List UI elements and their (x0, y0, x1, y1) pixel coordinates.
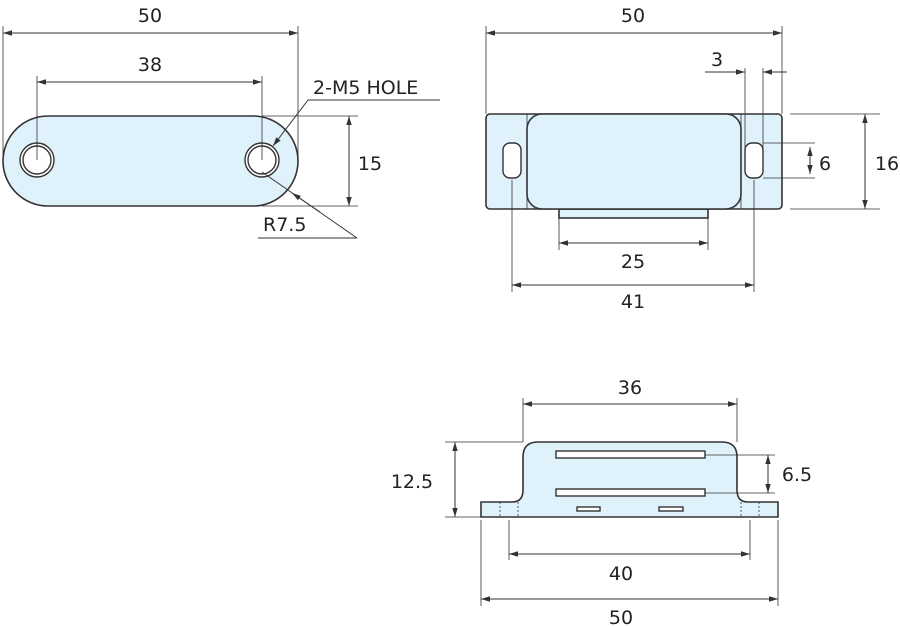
top-left-view: 50 38 2-M5 HOLE 15 R7.5 (2, 5, 440, 239)
small-slot-right (658, 506, 684, 512)
bottom-bar (558, 208, 709, 219)
dim-body-length: 36 (618, 377, 642, 399)
dim-slot-length: 6 (819, 153, 831, 175)
dim-hole-spacing: 40 (609, 563, 633, 585)
dim-end-radius: R7.5 (263, 214, 306, 236)
dim-slot-width: 3 (711, 49, 723, 71)
magnet-slot-lower (555, 488, 706, 497)
magnet-body (526, 113, 742, 210)
dim-overall-length: 50 (609, 607, 633, 626)
small-slot-left (576, 506, 601, 512)
plate-outline (2, 115, 299, 207)
leader-line (291, 192, 321, 213)
bottom-view: 36 12.5 6.5 40 50 (391, 377, 812, 626)
dim-magnet-spacing: 6.5 (782, 464, 812, 486)
leader-line (272, 99, 309, 147)
side-profile (480, 441, 779, 518)
dim-height: 12.5 (391, 471, 433, 493)
dim-hole-spacing: 38 (138, 54, 162, 76)
dim-width: 15 (358, 153, 382, 175)
dim-height: 16 (875, 153, 899, 175)
top-right-view: 50 3 6 16 25 41 (485, 5, 899, 313)
magnet-slot-upper (555, 450, 706, 459)
slot-right (744, 142, 764, 179)
dim-overall-length: 50 (621, 5, 645, 27)
hole-note: 2-M5 HOLE (313, 77, 418, 99)
slot-left (502, 142, 522, 179)
dim-bar-length: 25 (621, 251, 645, 273)
dim-overall-length: 50 (138, 5, 162, 27)
dim-slot-spacing: 41 (621, 291, 645, 313)
